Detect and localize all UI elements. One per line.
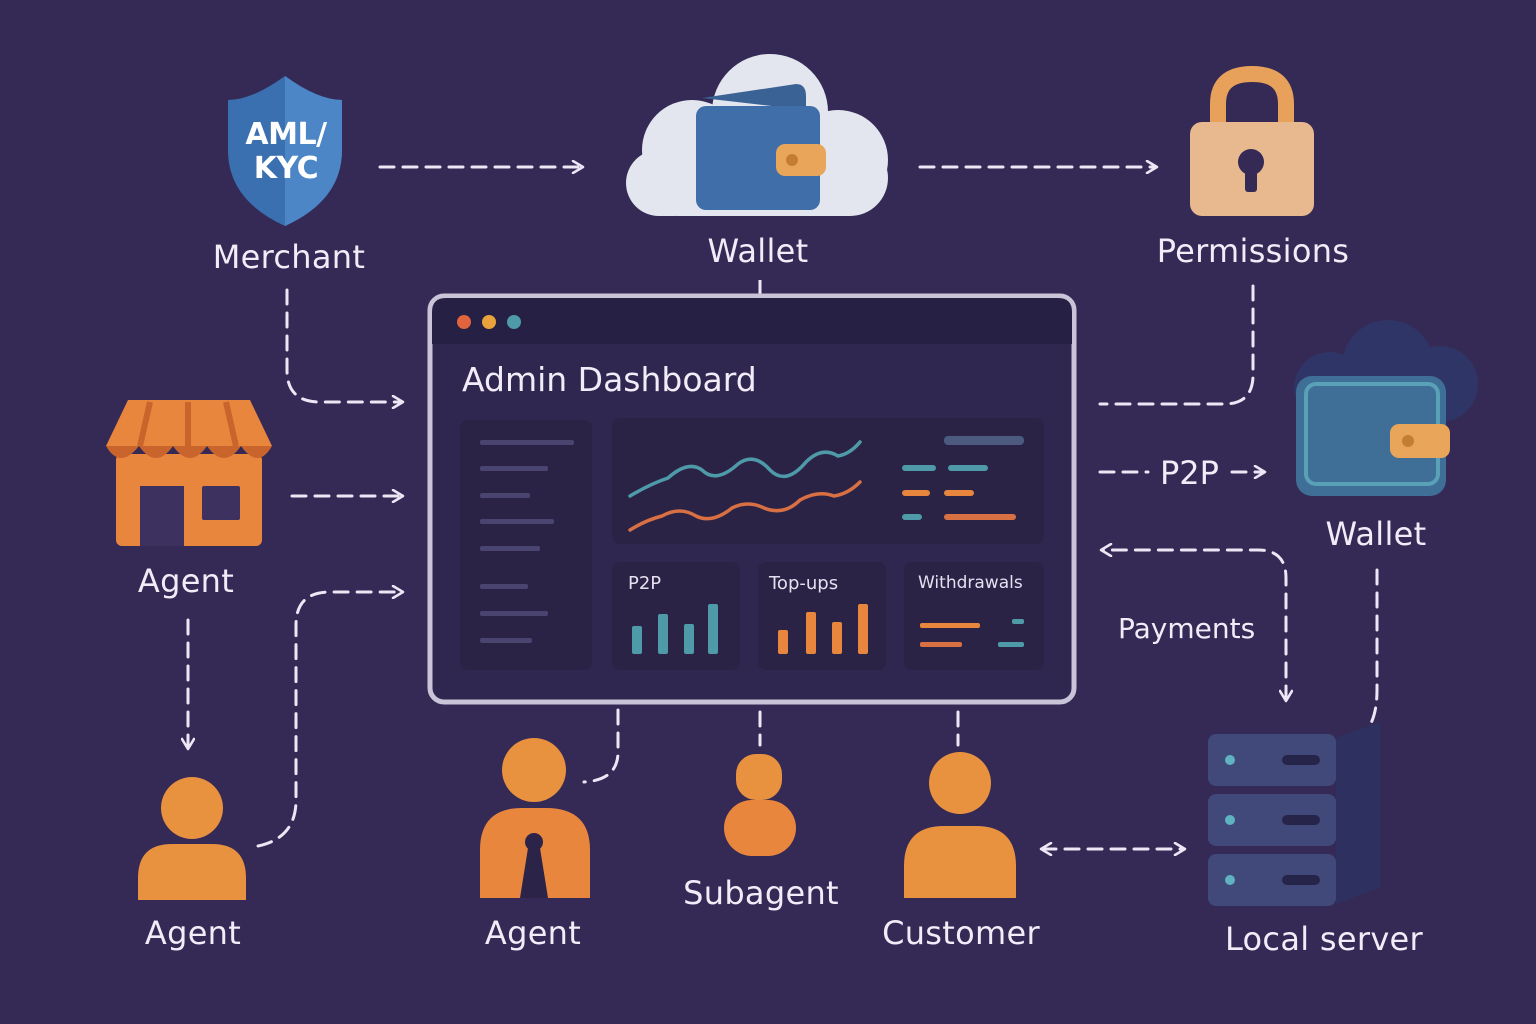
local-server-label: Local server xyxy=(1224,920,1424,958)
card-withdrawals-title: Withdrawals xyxy=(918,573,1023,593)
edge-payments xyxy=(1102,550,1286,700)
subagent-label: Subagent xyxy=(683,874,839,912)
merchant-label: Merchant xyxy=(212,238,366,276)
agent-shop-label: Agent xyxy=(137,562,235,600)
p2p-edge-label: P2P xyxy=(1160,454,1219,492)
dashboard-chart-panel xyxy=(612,418,1044,544)
person-icon-customer xyxy=(904,752,1016,898)
lock-icon xyxy=(1190,65,1314,216)
person-icon-subagent xyxy=(724,754,796,856)
dashboard-sidebar xyxy=(460,420,592,670)
permissions-label: Permissions xyxy=(1156,232,1350,270)
edge-wallet-server xyxy=(1354,568,1379,742)
badge-line-2: KYC xyxy=(253,151,319,186)
card-topups-bars xyxy=(778,604,868,654)
chart-line-teal xyxy=(628,440,862,498)
window-dot-red xyxy=(457,315,471,329)
window-dot-yellow xyxy=(482,315,496,329)
dashboard-title: Admin Dashboard xyxy=(462,360,757,399)
agent-center-label: Agent xyxy=(484,914,582,952)
storefront-icon xyxy=(106,400,272,546)
edge-merchant-dashboard xyxy=(285,288,402,402)
card-p2p-bars xyxy=(632,604,718,654)
connectors xyxy=(188,167,1379,849)
wallet-top-label: Wallet xyxy=(707,232,809,270)
payments-edge-label: Payments xyxy=(1118,612,1256,645)
server-icon xyxy=(1208,722,1380,906)
shield-icon xyxy=(228,76,342,226)
card-topups xyxy=(758,562,886,670)
badge-line-1: AML/ xyxy=(245,117,327,152)
agent-left-label: Agent xyxy=(144,914,242,952)
aml-kyc-badge: AML/ KYC xyxy=(226,118,346,186)
edge-dashboard-agent xyxy=(582,708,620,784)
customer-label: Customer xyxy=(882,914,1040,952)
window-dot-teal xyxy=(507,315,521,329)
person-icon-agent-left xyxy=(138,777,246,900)
cloud-wallet-icon xyxy=(626,54,888,216)
card-p2p-title: P2P xyxy=(628,573,662,594)
admin-dashboard-window xyxy=(427,293,1077,705)
card-topups-title: Top-ups xyxy=(769,573,839,594)
edge-permissions-dashboard xyxy=(1098,284,1255,406)
edge-agent-dashboard xyxy=(256,592,402,848)
chart-line-orange xyxy=(628,480,862,532)
card-withdrawals-lines xyxy=(920,619,1024,647)
person-icon-agent-center xyxy=(480,738,590,898)
wallet-icon xyxy=(1294,320,1478,496)
wallet-right-label: Wallet xyxy=(1325,515,1427,553)
